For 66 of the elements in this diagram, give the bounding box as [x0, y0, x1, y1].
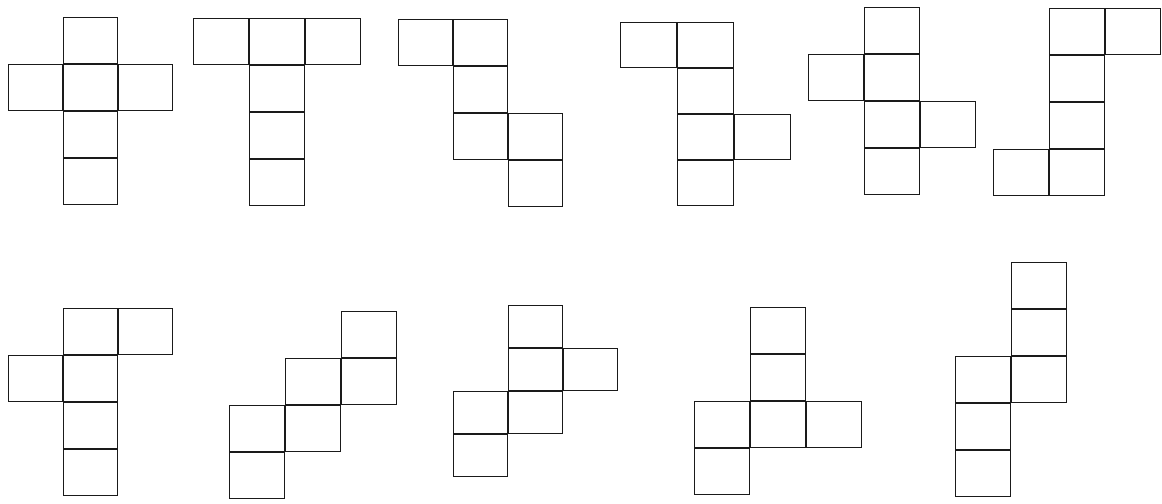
- square: [63, 449, 118, 496]
- square: [341, 311, 397, 358]
- square: [249, 159, 305, 206]
- square: [955, 450, 1011, 497]
- square: [453, 19, 508, 66]
- square: [1049, 102, 1105, 149]
- square: [694, 401, 750, 448]
- square: [285, 358, 341, 405]
- square: [249, 65, 305, 112]
- square: [453, 391, 508, 434]
- square: [750, 354, 806, 401]
- square: [1011, 356, 1067, 403]
- square: [285, 405, 341, 452]
- square: [453, 434, 508, 477]
- square: [193, 18, 249, 65]
- square: [398, 19, 453, 66]
- square: [677, 160, 734, 206]
- square: [249, 112, 305, 159]
- square: [63, 402, 118, 449]
- square: [864, 101, 920, 148]
- square: [677, 22, 734, 68]
- square: [677, 68, 734, 114]
- square: [734, 114, 791, 160]
- square: [864, 148, 920, 195]
- square: [8, 355, 63, 402]
- square: [508, 305, 563, 348]
- square: [750, 307, 806, 354]
- square: [955, 403, 1011, 450]
- square: [677, 114, 734, 160]
- square: [63, 64, 118, 111]
- square: [453, 66, 508, 113]
- square: [920, 101, 976, 148]
- square: [341, 358, 397, 405]
- square: [808, 54, 864, 101]
- square: [750, 401, 806, 448]
- square: [63, 111, 118, 158]
- square: [508, 113, 563, 160]
- square: [63, 158, 118, 205]
- square: [1011, 309, 1067, 356]
- square: [118, 308, 173, 355]
- square: [620, 22, 677, 68]
- square: [508, 391, 563, 434]
- square: [249, 18, 305, 65]
- square: [694, 448, 750, 495]
- square: [806, 401, 862, 448]
- square: [229, 405, 285, 452]
- square: [8, 64, 63, 111]
- square: [864, 54, 920, 101]
- square: [1105, 8, 1161, 55]
- square: [955, 356, 1011, 403]
- square: [1049, 149, 1105, 196]
- square: [1049, 8, 1105, 55]
- square: [63, 17, 118, 64]
- square: [118, 64, 173, 111]
- square: [1049, 55, 1105, 102]
- square: [864, 7, 920, 54]
- square: [453, 113, 508, 160]
- square: [1011, 262, 1067, 309]
- square: [63, 308, 118, 355]
- square: [508, 160, 563, 207]
- square: [563, 348, 618, 391]
- square: [508, 348, 563, 391]
- square: [229, 452, 285, 499]
- square: [993, 149, 1049, 196]
- square: [63, 355, 118, 402]
- square: [305, 18, 361, 65]
